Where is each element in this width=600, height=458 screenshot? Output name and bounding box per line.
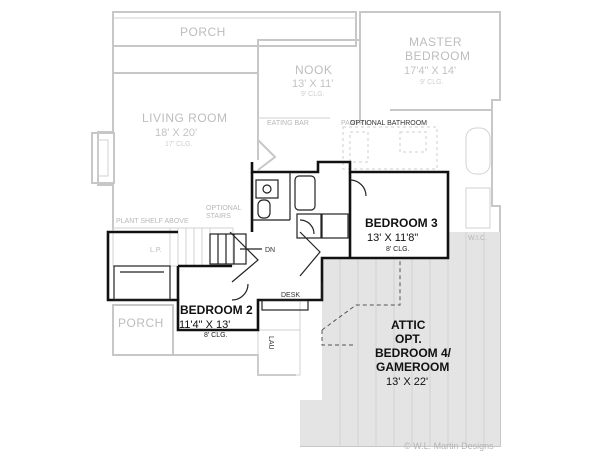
desk-label: DESK [281,292,300,299]
attic-rafter-lines [339,232,485,446]
plant-shelf-label: PLANT SHELF ABOVE [116,218,189,225]
pantry-label: PANTRY [341,120,369,127]
desk [261,299,309,311]
opt-bath-tub [349,131,369,163]
plant-shelf-box [113,265,171,301]
living-clg: 17' CLG. [165,141,192,148]
nook-label: NOOK [295,63,332,77]
wic-label: W.I.C. [468,235,487,242]
attic-label-2: OPT. [395,332,422,346]
attic-label-3: BEDROOM 4/ [375,346,452,360]
bedroom2-dims: 11'4" X 13' [179,319,230,331]
stair-treads-dark [217,234,235,264]
bedroom2-label: BEDROOM 2 [180,303,253,317]
master-label-1: MASTER [409,35,462,49]
shower [465,187,491,229]
tub [465,127,491,175]
attic-dash-top [321,258,401,331]
lp-label: L.P. [150,247,162,254]
porch-bottom-label: PORCH [118,316,164,330]
opt-bath-vanity [399,131,427,153]
bath-sink-bowl [262,184,272,194]
living-dims: 18' X 20' [155,127,197,139]
optional-stairs-label-2: STAIRS [206,213,231,220]
house-outline-left [97,73,114,230]
bedroom2-clg: 8' CLG. [204,332,228,339]
bedroom3-dims: 13' X 11'8" [367,232,418,244]
optional-bathroom-label: OPTIONAL BATHROOM [350,120,427,127]
hall-angle-left [229,231,259,283]
attic-shade [300,232,500,446]
master-dims: 17'4" X 14' [404,65,456,77]
attic-label-1: ATTIC [391,318,426,332]
bedroom3-label: BEDROOM 3 [365,216,438,230]
bedroom2-door [231,283,249,301]
first-floor-ghost [91,11,501,447]
designer-credit: © W.L. Martin Designs [404,441,494,451]
kitchen-angle [257,139,277,171]
porch-top-label: PORCH [180,25,226,39]
lau-label: LAU [267,336,274,350]
attic-label-4: GAMEROOM [376,360,449,374]
optional-stairs-label-1: OPTIONAL [206,205,242,212]
eating-bar-label: EATING BAR [267,120,309,127]
bath-tub [294,175,316,211]
stair-treads-ghost [169,228,211,266]
bath-door [299,219,315,235]
nook-dims: 13' X 11' [292,78,333,90]
bath-sink [255,179,279,199]
fireplace-hearth [97,139,109,177]
attic-dash-bottom [321,330,356,346]
bath-toilet [257,199,271,219]
closet-b [321,213,349,239]
bedroom3-door [349,179,367,197]
master-clg: 9' CLG. [420,79,444,86]
laundry-ghost [257,299,301,376]
optional-bath-outline [342,126,438,170]
dn-label: DN [265,247,275,254]
second-floor [106,160,450,332]
living-label: LIVING ROOM [142,111,228,125]
closet-a [296,213,322,239]
master-label-2: BEDROOM [405,49,471,63]
fireplace [91,132,115,184]
nook-clg: 9' CLG. [301,91,325,98]
stair-ghost [112,227,234,267]
hall-angle-right [299,231,321,277]
porch-top-outline [112,11,357,47]
porch-bottom-outline [112,304,174,356]
attic-dims: 13' X 22' [386,376,428,388]
bedroom3-clg: 8' CLG. [386,246,410,253]
